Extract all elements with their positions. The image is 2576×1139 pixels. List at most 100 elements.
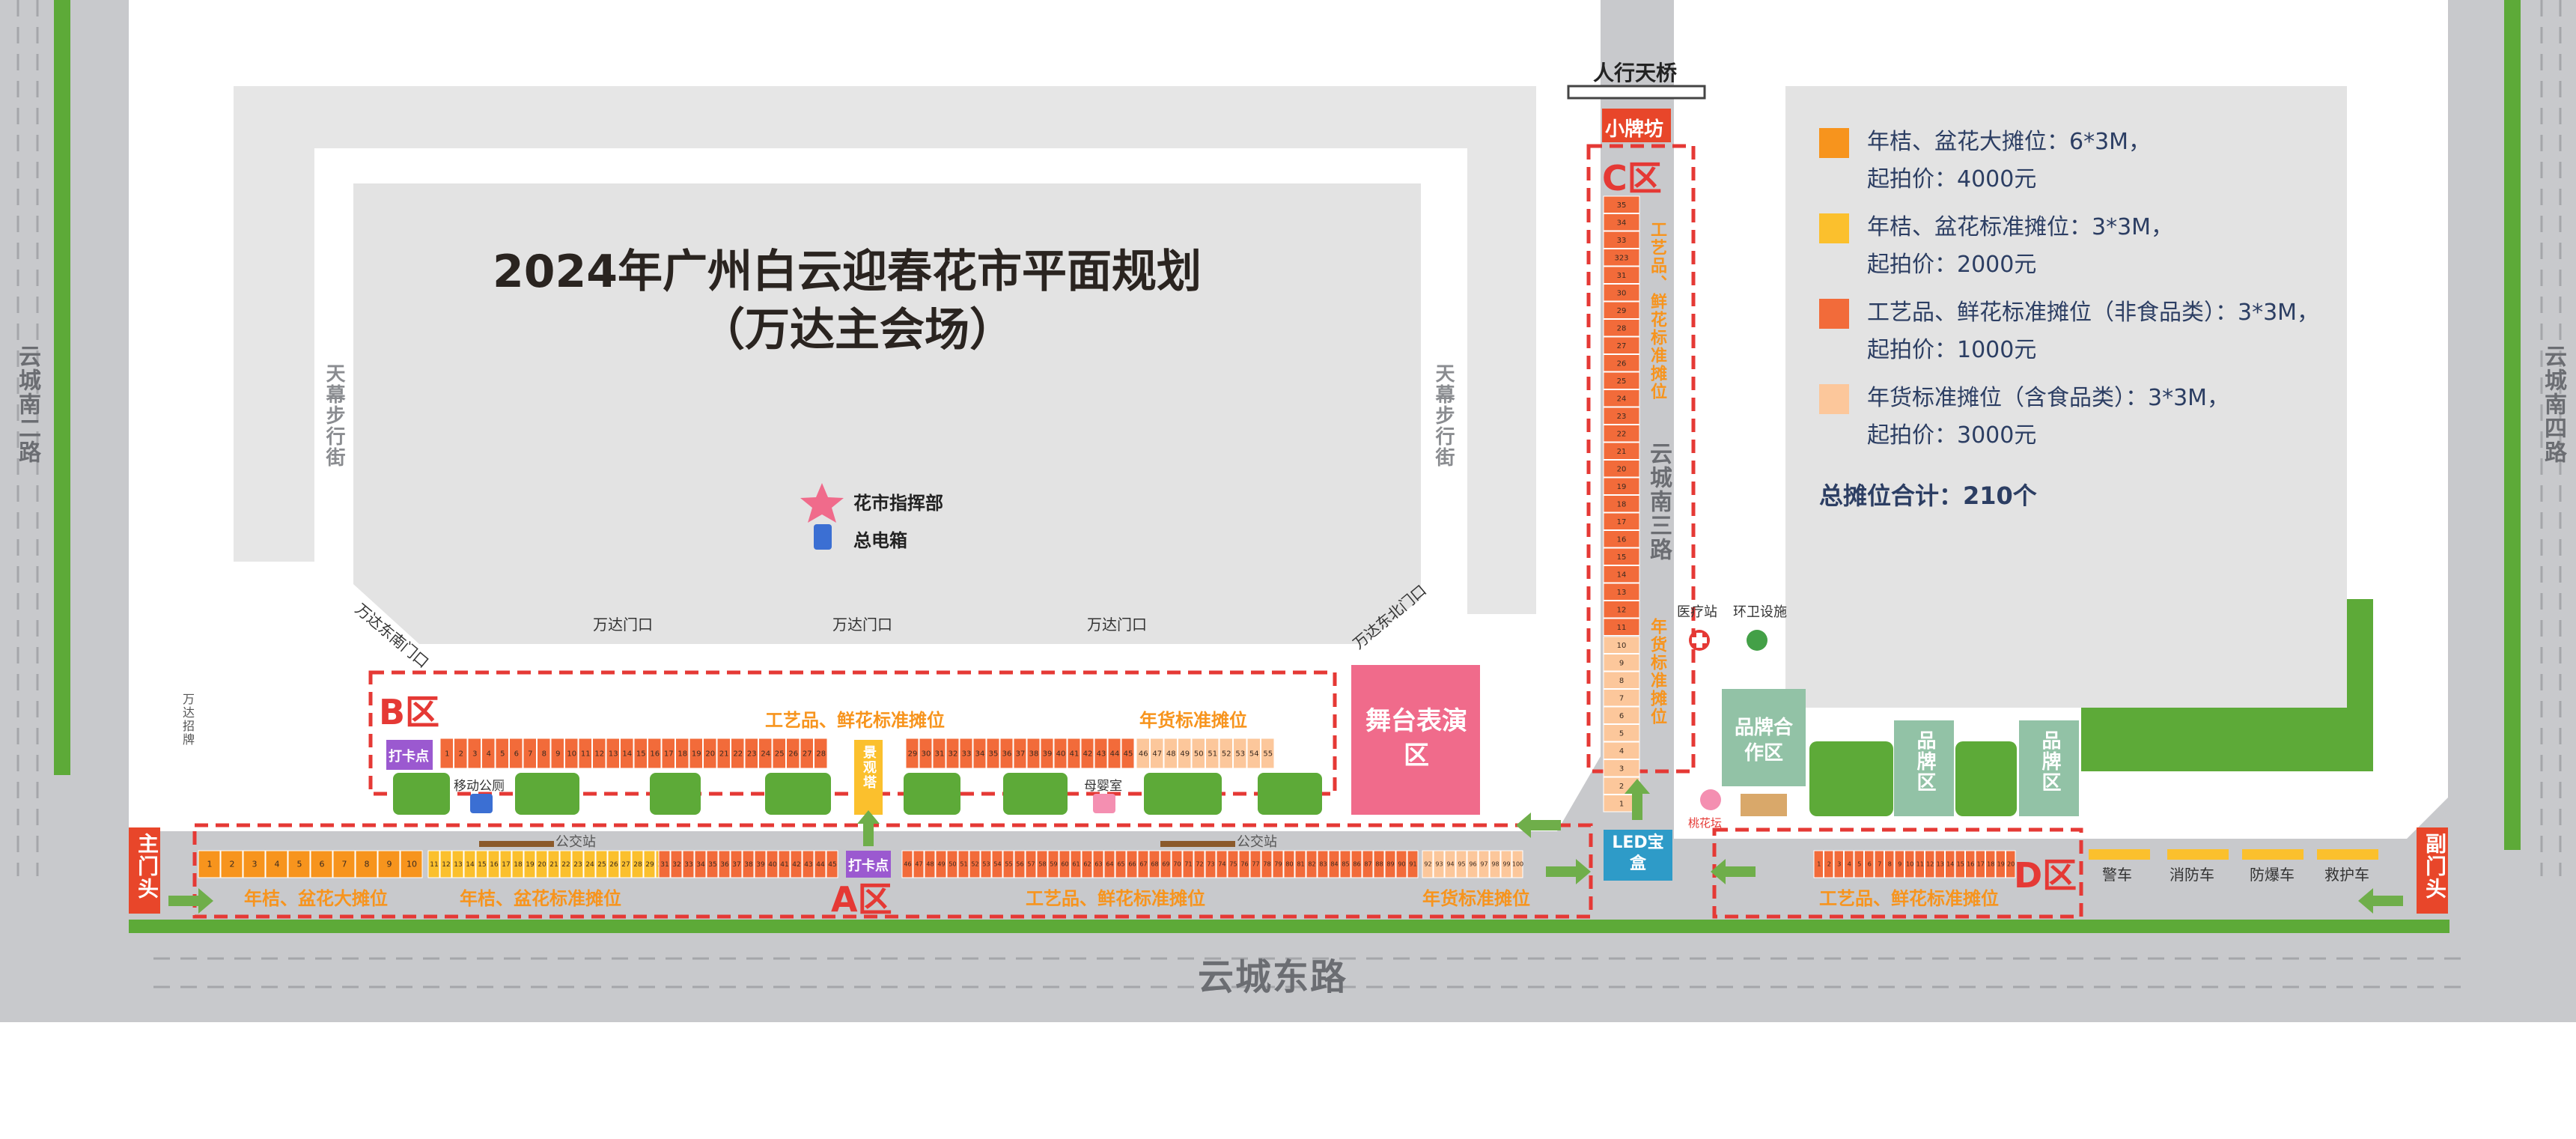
b-stall-14 [620,738,634,769]
a-stall-91 [1407,850,1419,878]
a-stall-number: 84 [1330,861,1338,868]
a-stall-59 [1047,850,1059,878]
police-parking [2089,849,2150,860]
a-stall-39 [754,850,767,878]
d-stall-number: 9 [1898,861,1901,868]
a-stall-number: 16 [490,861,499,869]
c-stall-number: 17 [1617,518,1627,526]
a-stall-number: 92 [1424,861,1431,868]
d-stall-2 [1824,850,1834,878]
a-stall-41 [778,850,791,878]
b-stall-43 [1094,738,1108,769]
c-stall-number: 14 [1617,571,1627,580]
legend-item-1: 年桔、盆花标准摊位：3*3M， 起拍价：2000元 [1819,209,2343,284]
a-stall-number: 31 [660,861,669,869]
medical-icon [1689,630,1710,651]
b-stall-55 [1261,738,1275,769]
b-stall-number: 16 [650,750,660,758]
d-stall-12 [1925,850,1935,878]
a-newyear-label: 年货标准摊位 [1422,888,1530,909]
a-stall-48 [924,850,936,878]
b-stall-number: 48 [1166,750,1176,758]
a-stall-51 [957,850,969,878]
a-stall-number: 82 [1308,861,1315,868]
a-stall-21 [547,850,560,878]
b-stall-number: 10 [567,750,576,758]
b-stall-36 [999,738,1014,769]
legend-item-3: 年货标准摊位（含食品类）：3*3M， 起拍价：3000元 [1819,380,2343,455]
a-stall-number: 18 [514,861,523,869]
c-stall-10 [1603,636,1640,654]
d-stall-number: 12 [1926,861,1934,868]
a-stall-number: 96 [1469,861,1476,868]
a-stall-number: 55 [1005,861,1012,868]
a-stall-66 [1126,850,1138,878]
a-stall-22 [559,850,572,878]
a-stall-96 [1467,850,1479,878]
toilet-icon [1747,630,1767,651]
c-stall-28 [1603,319,1640,337]
a-stall-number: 100 [1512,861,1523,868]
b-stall-number: 39 [1043,750,1053,758]
a-stall-number: 51 [960,861,967,868]
a-stall-number: 74 [1218,861,1225,868]
a-stall-34 [694,850,707,878]
b-green-3 [650,773,701,815]
a-stall-number: 35 [708,861,716,869]
c-stall-7 [1603,689,1640,707]
b-stall-5 [495,738,509,769]
a-stall-number: 37 [732,861,740,869]
a-stall-36 [718,850,731,878]
brand-coop-label: 品牌合作区 [1729,715,1798,766]
road-label-bottom: 云城东路 [1198,956,1348,998]
a-stall-number: 86 [1353,861,1360,868]
b-stall-50 [1191,738,1205,769]
a-stall-number: 3 [252,860,258,869]
b-stall-number: 5 [500,750,505,758]
c-stall-5 [1603,724,1640,742]
a-stall-70 [1171,850,1183,878]
d-stall-number: 14 [1946,861,1954,868]
a-stall-49 [935,850,947,878]
c-stall-31 [1603,266,1640,284]
c-stall-number: 18 [1617,501,1627,509]
a-stall-54 [991,850,1003,878]
c-stall-323 [1603,249,1640,267]
d-stall-number: 2 [1827,861,1831,868]
c-stall-20 [1603,460,1640,478]
a-stall-number: 47 [915,861,922,868]
arrow-checkin-up [857,810,880,846]
a-stall-number: 70 [1173,861,1181,868]
a-stall-68 [1148,850,1160,878]
b-stall-number: 38 [1029,750,1039,758]
c-stall-number: 4 [1619,747,1624,756]
a-stall-72 [1193,850,1205,878]
a-stall-17 [499,850,512,878]
c-stall-number: 22 [1617,431,1627,439]
a-stall-number: 23 [573,861,582,869]
d-craft-label: 工艺品、鲜花标准摊位 [1819,888,1999,909]
d-stall-number: 19 [1997,861,2005,868]
a-stall-100 [1511,850,1523,878]
a-stall-52 [969,850,981,878]
c-newyear-label: 年货标准摊位 [1648,618,1666,726]
led-label: LED宝盒 [1608,833,1668,875]
d-stall-10 [1904,850,1915,878]
b-stall-52 [1219,738,1233,769]
b-stall-number: 51 [1208,750,1217,758]
a-stall-number: 43 [804,861,812,869]
a-checkin-label: 打卡点 [848,858,889,874]
b-stall-8 [537,738,551,769]
power-box-icon [814,524,832,550]
c-stall-number: 2 [1619,783,1624,791]
a-stall-69 [1160,850,1172,878]
c-stall-11 [1603,618,1640,636]
zone-c-label: C区 [1602,158,1662,198]
b-stall-number: 30 [922,750,931,758]
c-stall-19 [1603,477,1640,495]
a-stall-95 [1455,850,1467,878]
a-stall-number: 76 [1240,861,1248,868]
stage-area [1351,665,1480,815]
a-stall-64 [1103,850,1115,878]
legend-item-2: 工艺品、鲜花标准摊位（非食品类）：3*3M， 起拍价：1000元 [1819,294,2343,369]
